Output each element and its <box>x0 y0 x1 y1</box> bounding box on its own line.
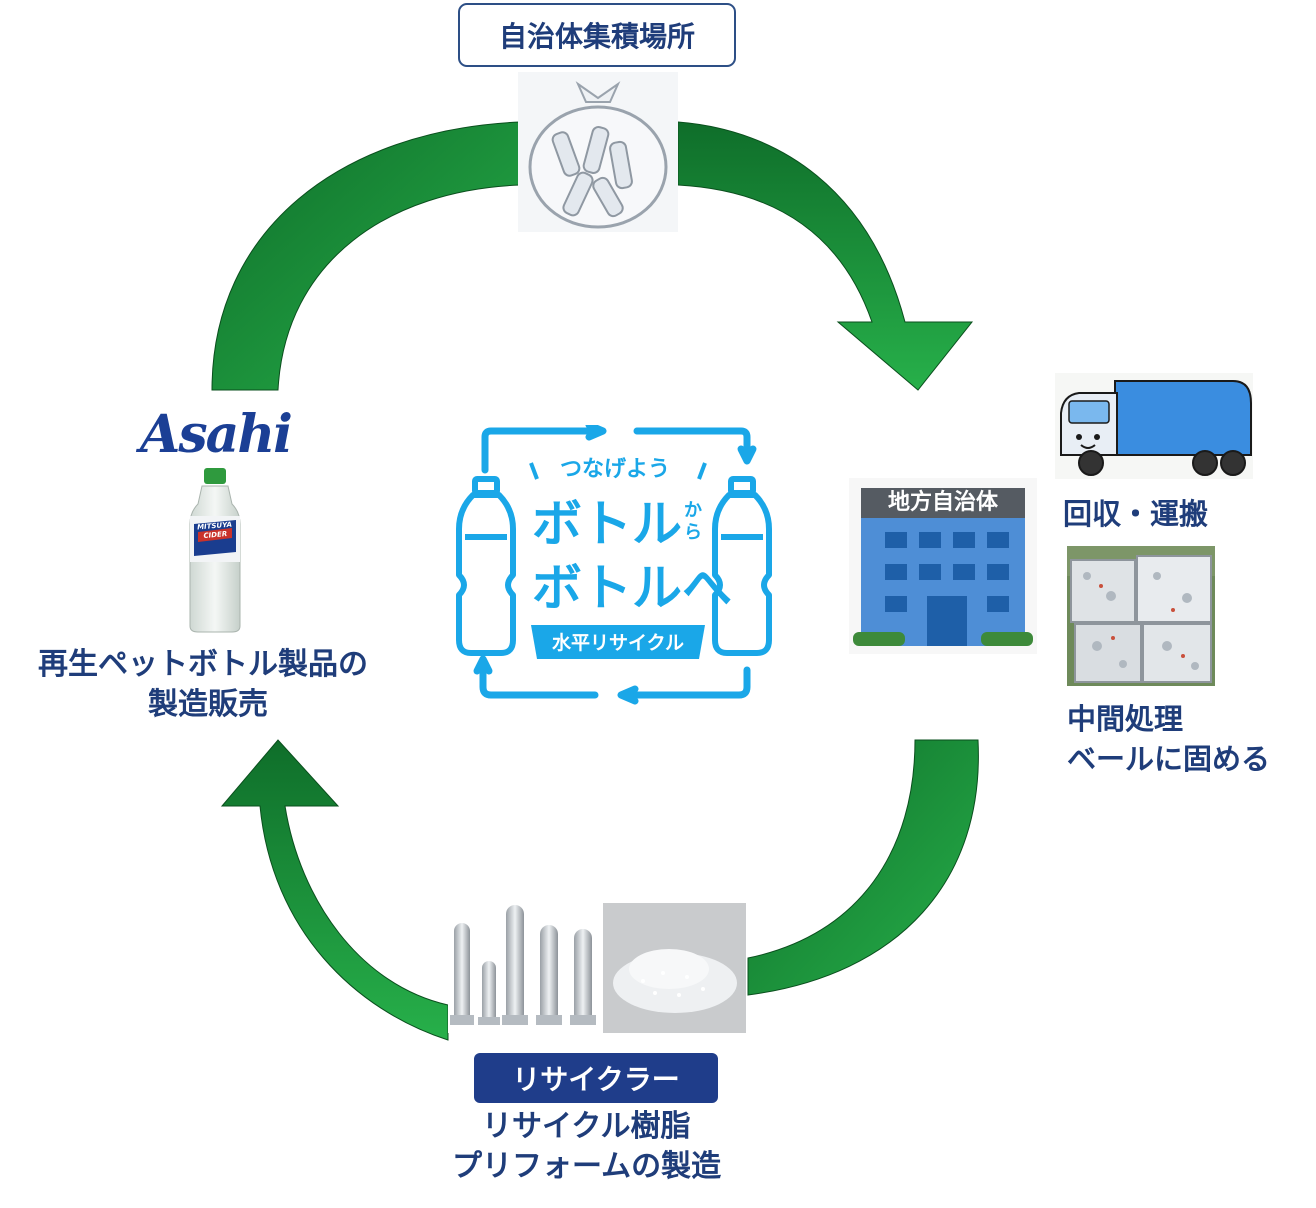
arrow-municipality-to-recycler <box>747 739 979 996</box>
recycler-label: リサイクラー <box>512 1063 680 1096</box>
logo-kara: から <box>684 500 702 543</box>
arrow-collection-to-municipality <box>677 121 974 391</box>
bottle-to-bottle-logo <box>456 425 772 705</box>
resin-pellets-image <box>603 903 746 1033</box>
product-line2: 製造販売 <box>148 687 268 722</box>
recycler-line2: プリフォームの製造 <box>452 1149 722 1184</box>
garbage-bag-image <box>518 72 678 232</box>
garbage-truck-image <box>1055 373 1253 479</box>
pet-bales-image <box>1067 546 1215 686</box>
arrow-product-to-collection <box>211 121 521 391</box>
product-line1: 再生ペットボトル製品の <box>38 647 368 682</box>
logo-tagline: つなげよう <box>559 457 670 482</box>
preforms-image <box>448 903 600 1033</box>
arrow-recycler-to-product <box>220 739 449 1041</box>
cider-bottle-image <box>189 468 241 633</box>
intermediate-line1: 中間処理 <box>1067 702 1184 736</box>
collection-transport-label: 回収・運搬 <box>1063 497 1209 531</box>
logo-ribbon: 水平リサイクル <box>551 632 685 654</box>
asahi-logo: Asahi <box>140 404 293 465</box>
logo-line2: ボトルへ <box>532 559 732 617</box>
recycler-line1: リサイクル樹脂 <box>482 1109 691 1144</box>
logo-line1: ボトル <box>532 495 682 553</box>
intermediate-line2: ベールに固める <box>1067 742 1271 776</box>
municipality-building-image: 地方自治体 <box>849 478 1037 654</box>
recycler-badge: リサイクラー <box>474 1053 718 1103</box>
collection-point-box: 自治体集積場所 <box>458 3 736 67</box>
municipality-sign: 地方自治体 <box>887 490 998 515</box>
collection-point-label: 自治体集積場所 <box>498 20 695 53</box>
